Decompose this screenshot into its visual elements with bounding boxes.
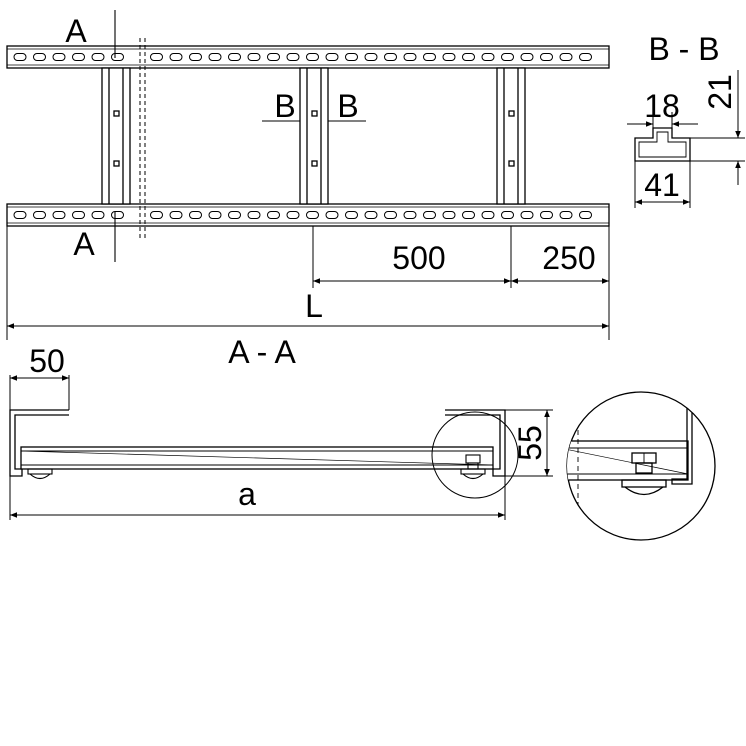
rail-slot (520, 211, 534, 219)
rail-slot (325, 211, 339, 219)
section-b-label-left: B (274, 88, 295, 124)
right-bolt (460, 454, 486, 480)
c-channel-profile (634, 127, 691, 162)
rail-slot (13, 53, 27, 61)
rail-slot (501, 53, 514, 61)
rail-slot (364, 53, 378, 61)
rail-slot (111, 53, 124, 61)
dim-250-label: 250 (542, 240, 595, 276)
rail-slot (228, 211, 241, 219)
rail-slot (72, 211, 85, 219)
cross-section-view (9, 409, 519, 499)
rail-slot (501, 211, 514, 219)
rail-slot (384, 211, 397, 219)
rung-right (496, 67, 526, 205)
rail-slot (325, 53, 339, 61)
rail-slot (403, 211, 417, 219)
rail-slot (52, 53, 66, 61)
rail-slot (247, 211, 261, 219)
rail-slot (169, 211, 183, 219)
detail-callout-circle (431, 411, 519, 499)
rail-slot (111, 211, 124, 219)
rail-slot (33, 53, 46, 61)
rail-slot (442, 211, 456, 219)
ladder-plan-view (6, 10, 610, 262)
rail-slot (189, 211, 202, 219)
rail-slot (442, 53, 456, 61)
dim-500-label: 500 (392, 240, 445, 276)
rail-slot (33, 211, 46, 219)
rail-slot (540, 211, 553, 219)
rail-slot (267, 53, 280, 61)
c-channel-dimensions (627, 70, 745, 208)
rail-slot (247, 53, 261, 61)
rail-slot (364, 211, 378, 219)
bottom-rail-slots (13, 211, 592, 219)
rail-slot (345, 53, 358, 61)
rail-slot (228, 53, 241, 61)
rail-slot (306, 211, 319, 219)
rail-slot (462, 211, 475, 219)
rail-slot (559, 53, 573, 61)
rung-left (101, 67, 131, 205)
cross-section-dimensions (9, 375, 553, 520)
rail-slot (91, 53, 105, 61)
rail-slot (384, 53, 397, 61)
rail-slot (91, 211, 105, 219)
rail-slot (169, 53, 183, 61)
rail-slot (150, 211, 163, 219)
dim-41-label: 41 (644, 167, 680, 203)
dim-21-label: 21 (702, 74, 738, 110)
plan-dimensions (6, 226, 610, 340)
rail-slot (481, 211, 495, 219)
top-rail-slots (13, 53, 592, 61)
section-aa-title: A - A (228, 334, 296, 370)
rail-slot (403, 53, 417, 61)
rail-slot (579, 211, 592, 219)
rung-middle (299, 67, 329, 205)
rail-slot (462, 53, 475, 61)
rail-slot (208, 211, 222, 219)
rail-slot (52, 211, 66, 219)
rail-slot (423, 53, 436, 61)
section-a-label-bottom: A (73, 226, 95, 262)
break-lines (139, 38, 146, 238)
rail-slot (267, 211, 280, 219)
dim-55-label: 55 (512, 425, 548, 461)
rail-slot (520, 53, 534, 61)
dim-50-label: 50 (29, 343, 65, 379)
dim-a-label: a (238, 476, 256, 512)
rail-slot (286, 53, 300, 61)
rail-slot (189, 53, 202, 61)
rail-slot (579, 53, 592, 61)
rail-slot (13, 211, 27, 219)
rail-slot (150, 53, 163, 61)
dim-18-label: 18 (644, 88, 680, 124)
dim-L-label: L (305, 288, 323, 324)
section-a-label-top: A (65, 13, 87, 49)
rail-slot (559, 211, 573, 219)
right-side-profile (445, 409, 506, 477)
section-bb-title: B - B (648, 31, 719, 67)
left-side-profile (9, 409, 69, 477)
detail-magnified-view (566, 391, 716, 541)
rail-slot (306, 53, 319, 61)
left-bolt (27, 468, 53, 480)
rail-slot (345, 211, 358, 219)
rail-slot (481, 53, 495, 61)
section-b-label-right: B (337, 88, 358, 124)
rail-slot (540, 53, 553, 61)
rail-slot (423, 211, 436, 219)
rail-slot (208, 53, 222, 61)
rail-slot (72, 53, 85, 61)
rail-slot (286, 211, 300, 219)
